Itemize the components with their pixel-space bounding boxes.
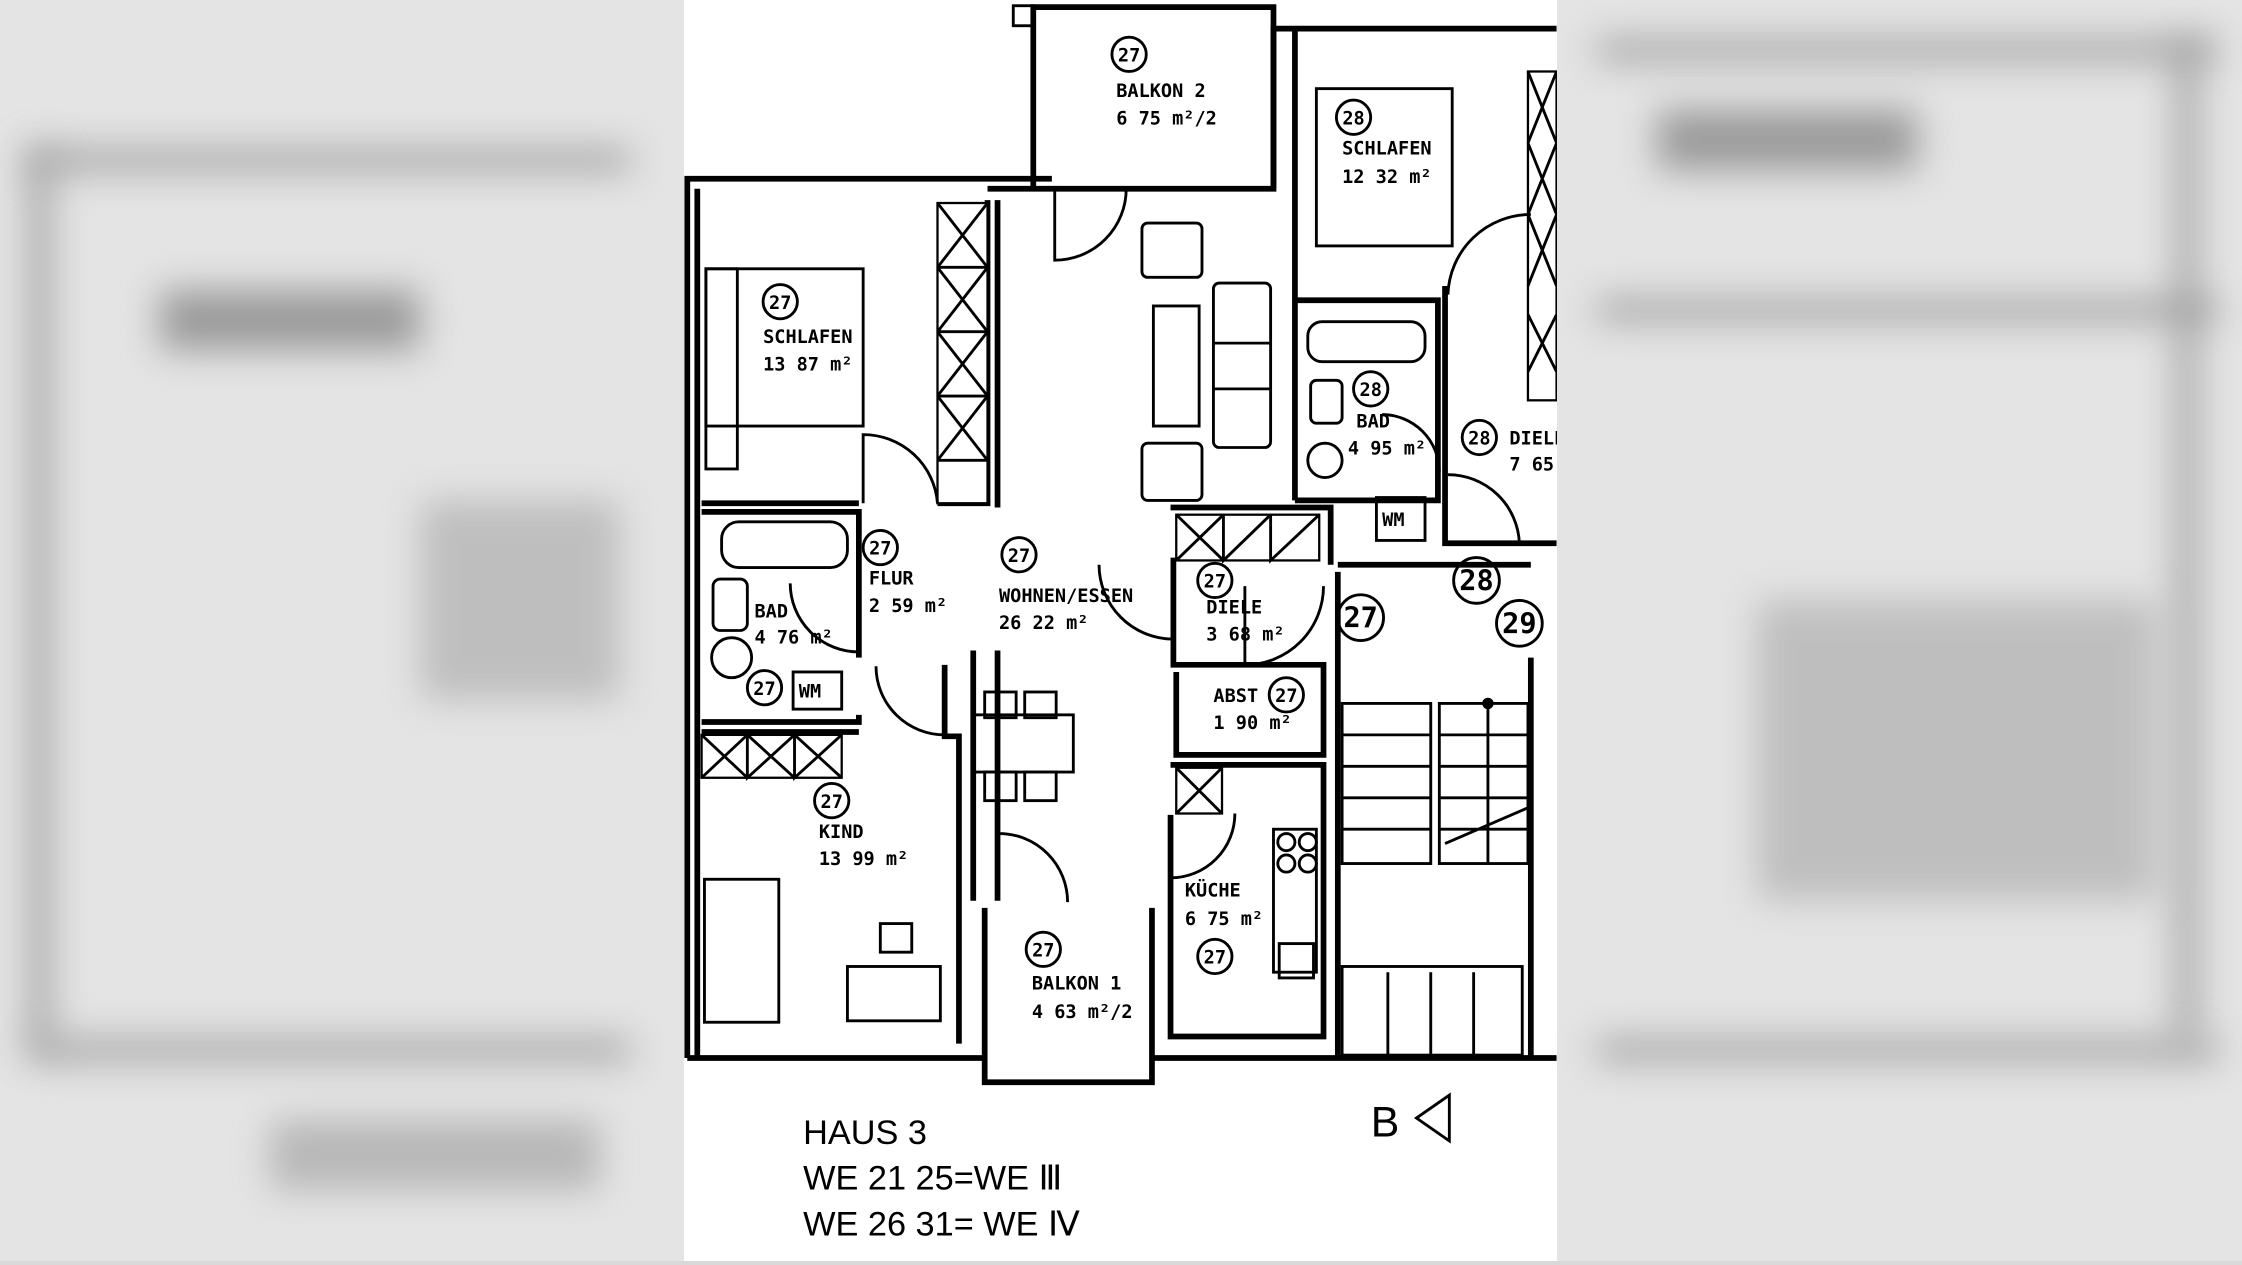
legend-house: HAUS 3	[803, 1114, 927, 1152]
room-schlafen-28: 28 SCHLAFEN 12 32 m²	[1334, 98, 1432, 188]
room-abstellraum: ABST 27 1 90 m²	[1213, 676, 1305, 734]
floor-plan-drawing: WM WM 27 BALKON 2 6 75 m²/2 27 SCHLAFEN 13…	[684, 4, 1565, 1243]
svg-text:FLUR: FLUR	[869, 569, 915, 590]
svg-text:13 87 m²: 13 87 m²	[763, 354, 852, 375]
furniture	[703, 87, 1454, 1024]
svg-text:27: 27	[821, 792, 843, 813]
svg-text:27: 27	[1008, 546, 1030, 567]
svg-text:BAD: BAD	[754, 602, 788, 623]
svg-text:28: 28	[1360, 380, 1382, 401]
svg-text:DIELE: DIELE	[1206, 597, 1262, 618]
svg-text:3 68 m²: 3 68 m²	[1206, 625, 1284, 646]
svg-text:12 32 m²: 12 32 m²	[1342, 167, 1431, 188]
section-marker-arrow-icon	[1413, 1092, 1451, 1144]
room-bad-27: BAD 4 76 m² 27	[745, 602, 833, 707]
svg-text:27: 27	[1204, 572, 1226, 593]
svg-text:BAD: BAD	[1356, 411, 1390, 432]
blurred-background-right	[1557, 0, 2242, 1261]
svg-text:27: 27	[869, 539, 891, 560]
svg-text:SCHLAFEN: SCHLAFEN	[1342, 138, 1431, 159]
svg-text:BALKON 1: BALKON 1	[1032, 973, 1121, 994]
svg-text:27: 27	[753, 679, 775, 700]
svg-text:28: 28	[1342, 108, 1364, 129]
svg-text:KÜCHE: KÜCHE	[1185, 877, 1241, 901]
svg-text:4 63 m²/2: 4 63 m²/2	[1032, 1002, 1133, 1023]
svg-text:ABST: ABST	[1213, 686, 1258, 707]
svg-text:DIELE: DIELE	[1509, 429, 1557, 450]
svg-text:BALKON 2: BALKON 2	[1116, 81, 1205, 102]
svg-text:27: 27	[769, 293, 791, 314]
stair-unit-markers: 27 28 29	[1336, 556, 1544, 648]
washer-label: WM	[1382, 510, 1404, 531]
room-schlafen-27: 27 SCHLAFEN 13 87 m²	[761, 283, 853, 375]
blurred-background-left	[0, 0, 684, 1261]
room-balkon-2: 27 BALKON 2 6 75 m²/2	[1110, 35, 1217, 129]
svg-text:28: 28	[1468, 429, 1490, 450]
washer-27	[791, 670, 844, 711]
room-kueche: KÜCHE 6 75 m² 27	[1185, 877, 1263, 976]
svg-text:13 99 m²: 13 99 m²	[819, 849, 908, 870]
staircase	[1340, 697, 1530, 1057]
svg-text:26 22 m²: 26 22 m²	[999, 613, 1088, 634]
svg-text:2 59 m²: 2 59 m²	[869, 596, 947, 617]
svg-text:28: 28	[1459, 563, 1493, 597]
washer-28	[1374, 496, 1427, 542]
svg-text:WOHNEN/ESSEN: WOHNEN/ESSEN	[999, 586, 1133, 607]
floor-plan: WM WM 27 BALKON 2 6 75 m²/2 27 SCHLAFEN 13…	[684, 0, 1565, 1261]
svg-text:SCHLAFEN: SCHLAFEN	[763, 327, 852, 348]
legend-line-1: WE 21 25=WE Ⅲ	[803, 1160, 1062, 1198]
svg-text:27: 27	[1204, 948, 1226, 969]
room-bad-28: 28 BAD 4 95 m²	[1348, 370, 1426, 460]
svg-text:7 65: 7 65	[1509, 454, 1554, 475]
legend-line-2: WE 26 31= WE Ⅳ	[803, 1205, 1080, 1243]
svg-text:27: 27	[1343, 601, 1377, 635]
room-diele-28: 28 DIELE 7 65	[1460, 418, 1565, 475]
svg-text:27: 27	[1118, 45, 1140, 66]
svg-text:1 90 m²: 1 90 m²	[1213, 713, 1291, 734]
wardrobes	[700, 70, 1558, 815]
svg-text:6 75 m²/2: 6 75 m²/2	[1116, 108, 1217, 129]
room-balkon-1: 27 BALKON 1 4 63 m²/2	[1024, 930, 1133, 1023]
washer-label: WM	[799, 682, 821, 703]
room-diele-27: 27 DIELE 3 68 m²	[1196, 561, 1285, 646]
svg-text:29: 29	[1502, 606, 1536, 640]
svg-text:6 75 m²: 6 75 m²	[1185, 909, 1263, 930]
svg-text:27: 27	[1032, 940, 1054, 961]
room-kind: 27 KIND 13 99 m²	[813, 782, 908, 870]
room-wohnen-essen: 27 WOHNEN/ESSEN 26 22 m²	[999, 536, 1133, 634]
section-marker-label: B	[1371, 1099, 1400, 1147]
svg-text:27: 27	[1275, 686, 1297, 707]
door-swings	[788, 188, 1531, 903]
svg-text:KIND: KIND	[819, 822, 864, 843]
svg-text:4 76 m²: 4 76 m²	[754, 627, 832, 648]
svg-text:4 95 m²: 4 95 m²	[1348, 439, 1426, 460]
room-flur: 27 FLUR 2 59 m²	[861, 528, 947, 617]
